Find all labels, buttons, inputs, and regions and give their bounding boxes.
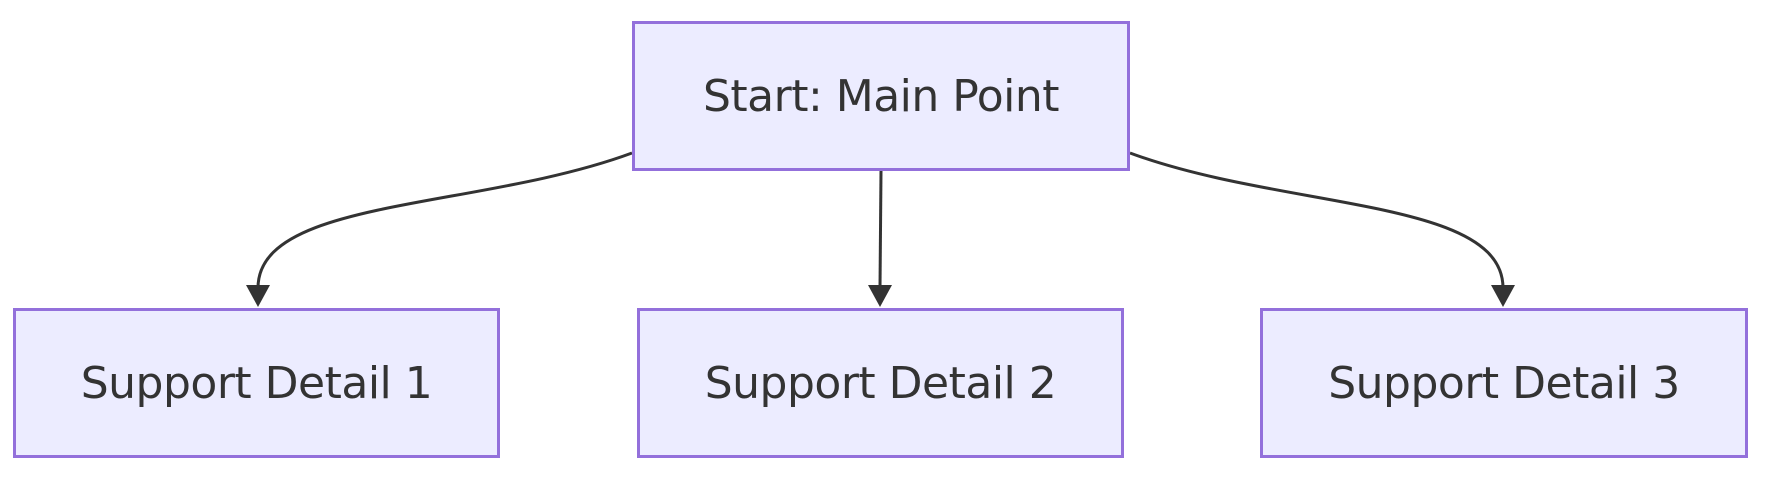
- node-support-detail-3: Support Detail 3: [1260, 308, 1748, 458]
- node-support-detail-2: Support Detail 2: [637, 308, 1124, 458]
- node-support-detail-1: Support Detail 1: [13, 308, 500, 458]
- node-support-detail-2-label: Support Detail 2: [704, 357, 1057, 409]
- node-start: Start: Main Point: [632, 21, 1130, 171]
- arrowhead-detail1: [246, 285, 270, 307]
- node-support-detail-1-label: Support Detail 1: [80, 357, 433, 409]
- arrowhead-detail3: [1491, 285, 1515, 307]
- arrowhead-detail2: [868, 285, 892, 307]
- edge-start-to-detail1: [246, 151, 633, 307]
- node-start-label: Start: Main Point: [702, 70, 1060, 122]
- edge-start-to-detail3: [1129, 151, 1515, 307]
- edge-start-to-detail2: [868, 170, 892, 307]
- node-support-detail-3-label: Support Detail 3: [1328, 357, 1680, 409]
